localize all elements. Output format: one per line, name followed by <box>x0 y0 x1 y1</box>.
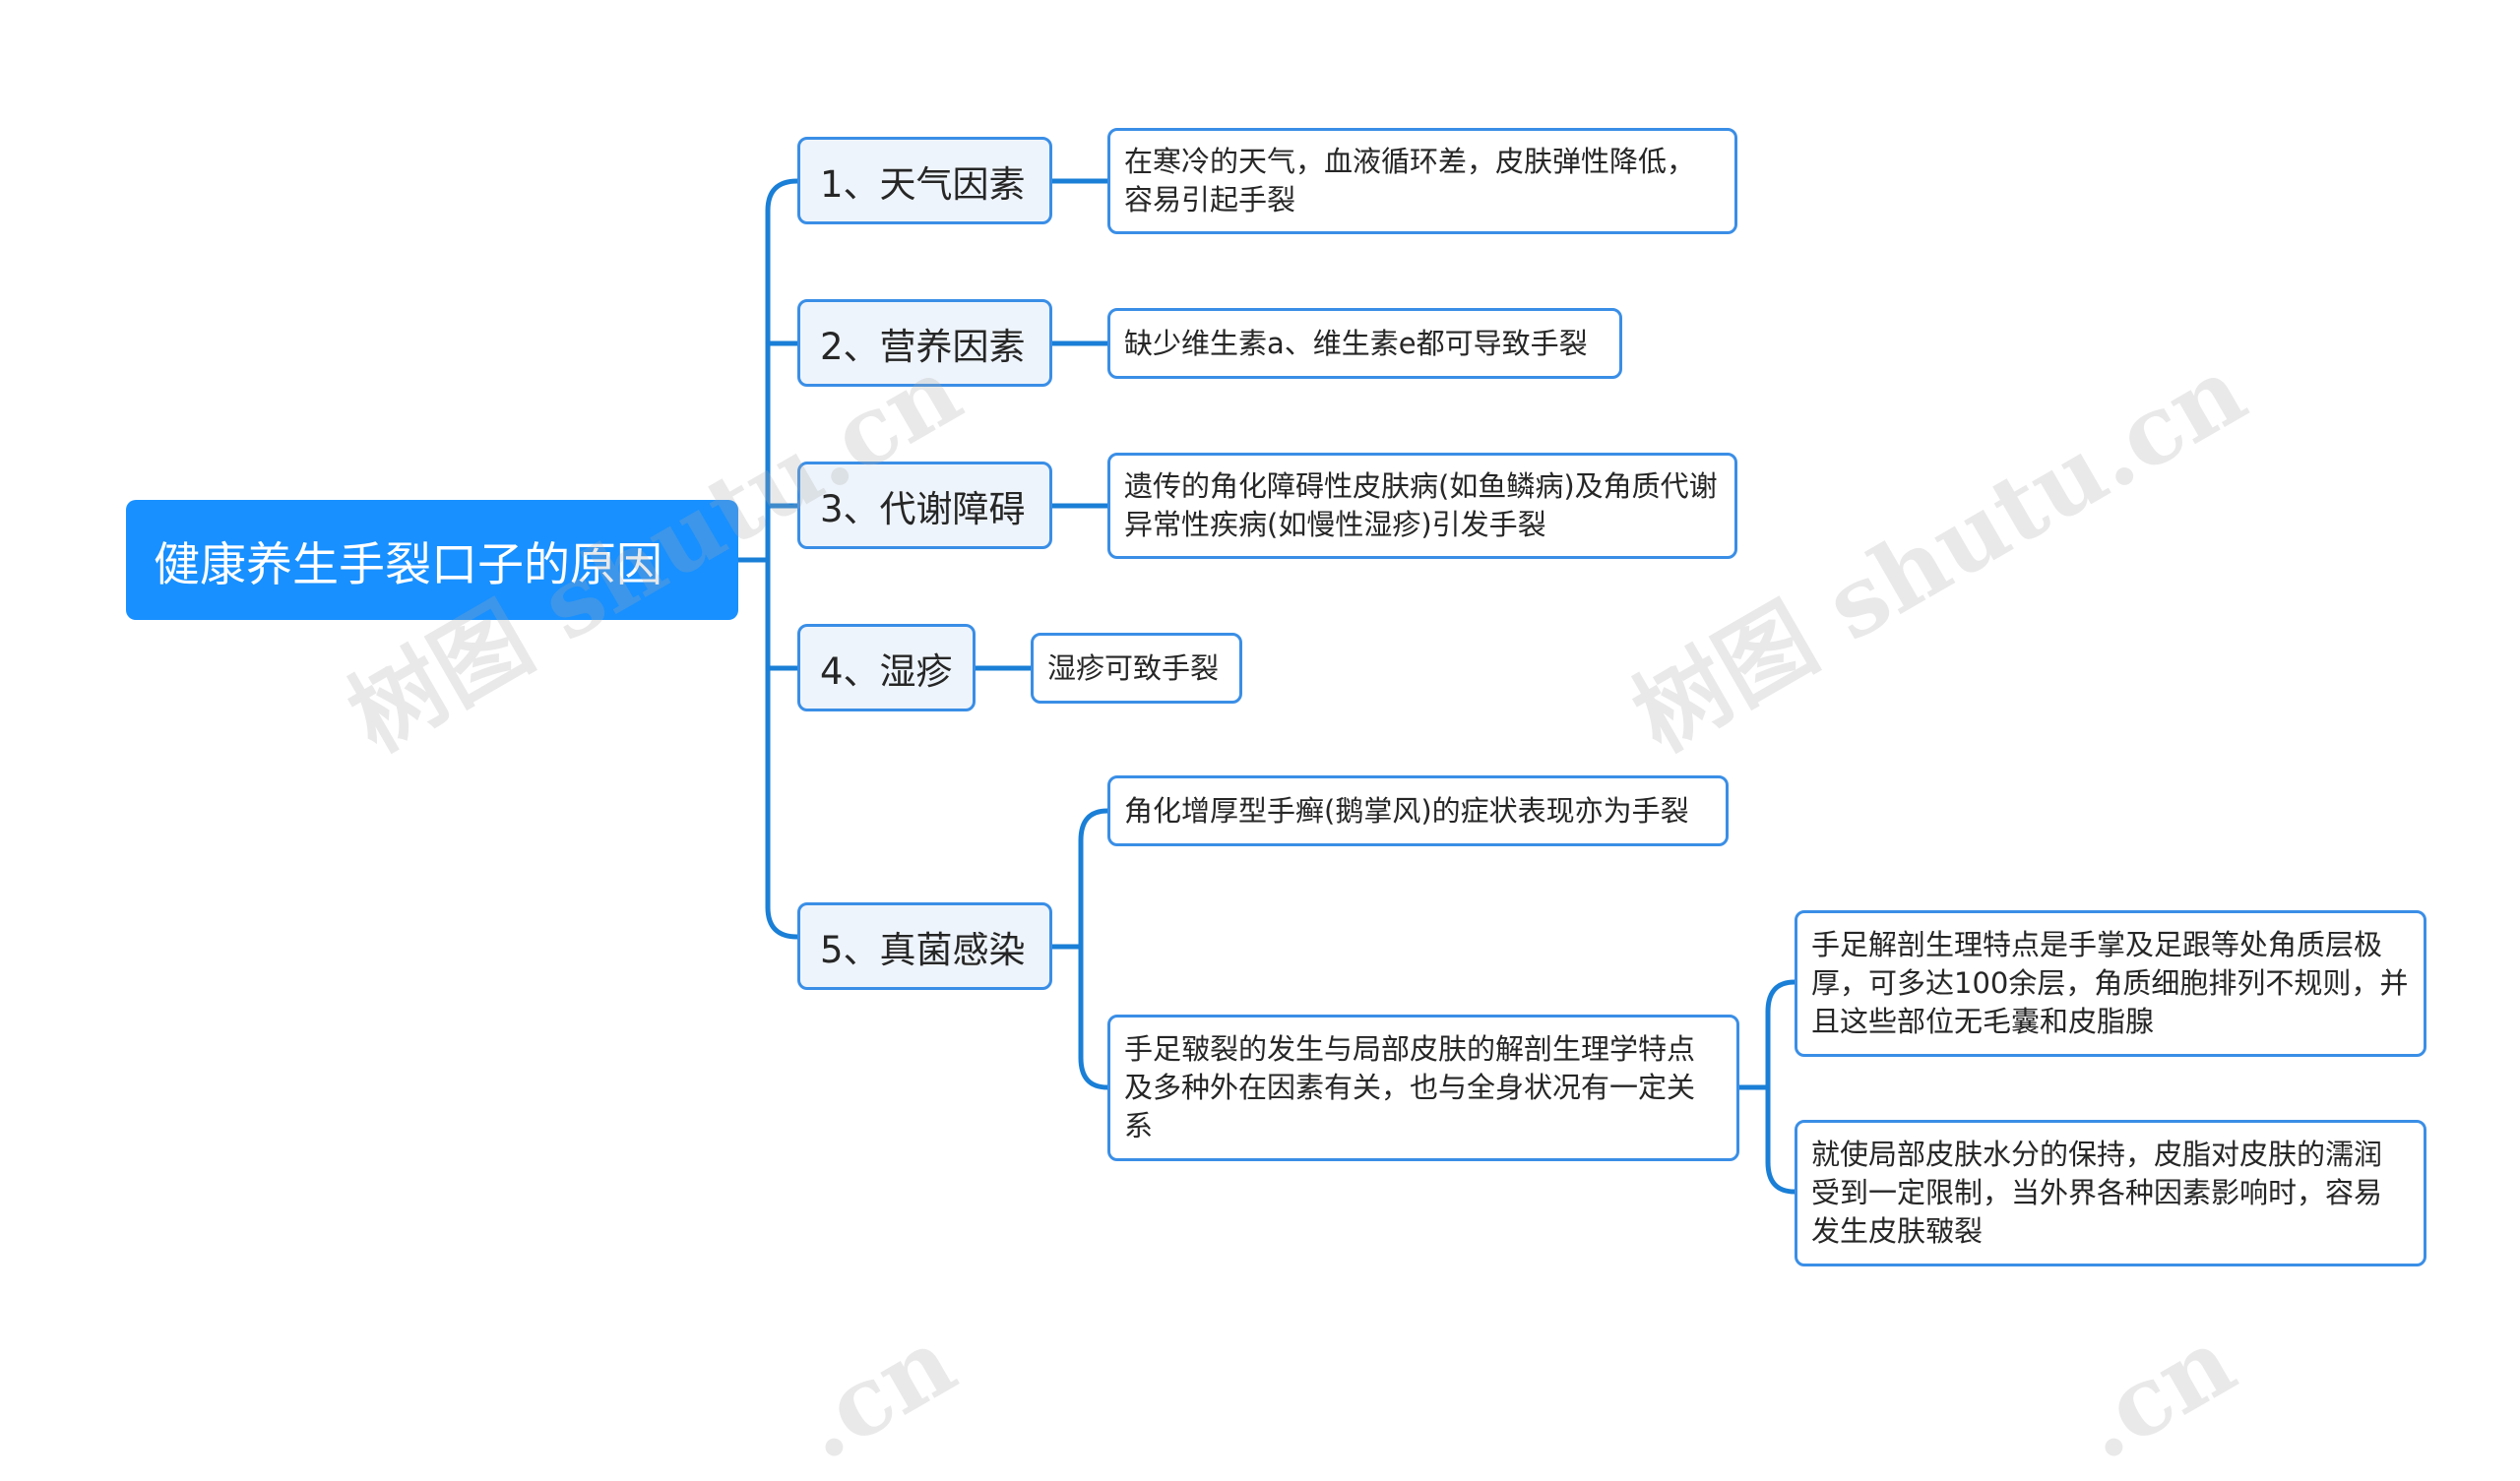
detail-text: 缺少维生素a、维生素e都可导致手裂 <box>1124 326 1588 360</box>
connector-lines <box>735 178 1797 1195</box>
connector-sub-trunk <box>1765 979 1797 1195</box>
branch-weather[interactable]: 1、天气因素 <box>797 137 1052 224</box>
branch-eczema[interactable]: 4、湿疹 <box>797 624 976 711</box>
detail-text: 手足皲裂的发生与局部皮肤的解剖生理学特点及多种外在因素有关，也与全身状况有一定关… <box>1124 1032 1696 1142</box>
branch-label: 4、湿疹 <box>820 649 953 693</box>
detail-nutrition[interactable]: 缺少维生素a、维生素e都可导致手裂 <box>1107 308 1622 379</box>
branch-fungal-infection[interactable]: 5、真菌感染 <box>797 902 1052 990</box>
subdetail-text: 就使局部皮肤水分的保持，皮脂对皮肤的濡润受到一定限制，当外界各种因素影响时，容易… <box>1811 1138 2383 1248</box>
connector-branch5-trunk <box>1078 808 1110 1090</box>
detail-text: 在寒冷的天气，血液循环差，皮肤弹性降低，容易引起手裂 <box>1124 145 1696 216</box>
root-topic-label: 健康养生手裂口子的原因 <box>154 537 662 592</box>
root-topic[interactable]: 健康养生手裂口子的原因 <box>126 500 738 620</box>
branch-label: 1、天气因素 <box>820 162 1026 206</box>
subdetail-moisture[interactable]: 就使局部皮肤水分的保持，皮脂对皮肤的濡润受到一定限制，当外界各种因素影响时，容易… <box>1795 1120 2426 1266</box>
detail-eczema[interactable]: 湿疹可致手裂 <box>1031 633 1242 704</box>
branch-label: 2、营养因素 <box>820 325 1026 368</box>
branch-label: 3、代谢障碍 <box>820 487 1026 530</box>
branch-label: 5、真菌感染 <box>820 928 1026 971</box>
subdetail-anatomy[interactable]: 手足解剖生理特点是手掌及足跟等处角质层极厚，可多达100余层，角质细胞排列不规则… <box>1795 910 2426 1057</box>
detail-weather[interactable]: 在寒冷的天气，血液循环差，皮肤弹性降低，容易引起手裂 <box>1107 128 1737 234</box>
detail-fungal-cause[interactable]: 手足皲裂的发生与局部皮肤的解剖生理学特点及多种外在因素有关，也与全身状况有一定关… <box>1107 1015 1739 1161</box>
detail-text: 遗传的角化障碍性皮肤病(如鱼鳞病)及角质代谢异常性疾病(如慢性湿疹)引发手裂 <box>1124 469 1718 541</box>
detail-text: 角化增厚型手癣(鹅掌风)的症状表现亦为手裂 <box>1124 793 1689 828</box>
subdetail-text: 手足解剖生理特点是手掌及足跟等处角质层极厚，可多达100余层，角质细胞排列不规则… <box>1811 928 2409 1038</box>
detail-text: 湿疹可致手裂 <box>1047 650 1220 685</box>
detail-metabolism[interactable]: 遗传的角化障碍性皮肤病(如鱼鳞病)及角质代谢异常性疾病(如慢性湿疹)引发手裂 <box>1107 453 1737 559</box>
connector-trunk <box>765 178 800 940</box>
branch-metabolism[interactable]: 3、代谢障碍 <box>797 462 1052 549</box>
mindmap-canvas: 健康养生手裂口子的原因 1、天气因素 2、营养因素 3、代谢障碍 4、湿疹 5、… <box>126 128 2426 1481</box>
detail-fungal-symptom[interactable]: 角化增厚型手癣(鹅掌风)的症状表现亦为手裂 <box>1107 775 1729 846</box>
branch-nutrition[interactable]: 2、营养因素 <box>797 299 1052 387</box>
